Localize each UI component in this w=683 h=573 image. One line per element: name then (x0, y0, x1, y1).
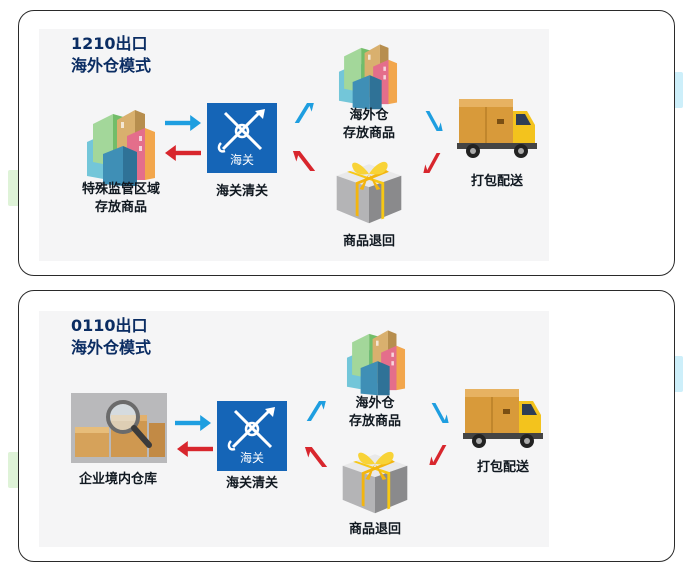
forward-arrow-icon (423, 403, 455, 423)
forward-arrow-icon (417, 111, 449, 131)
title-line-1: 1210出口 (71, 34, 148, 53)
delivery-label: 打包配送 (470, 174, 523, 189)
customs-icon-text: 海关 (239, 451, 264, 465)
colorful-buildings-icon (338, 44, 398, 110)
gift-box-icon (336, 161, 402, 224)
return-arrow-icon (417, 153, 449, 173)
forward-arrow-icon (285, 103, 321, 123)
export-1210-panel: 1210出口 海外仓模式 特殊监管区域 存放商品 海关 海关清关 海外仓 存放商… (18, 10, 675, 276)
title-line-2: 海外仓模式 (71, 56, 152, 75)
gift-box-icon (342, 451, 408, 514)
customs-label: 海关清关 (225, 476, 278, 491)
return-label: 商品退回 (348, 522, 401, 537)
delivery-truck-icon (457, 98, 537, 159)
customs-icon-text: 海关 (229, 153, 254, 167)
forward-arrow-icon (175, 415, 211, 431)
source-label: 特殊监管区域 存放商品 (81, 182, 160, 215)
title-line-2: 海外仓模式 (71, 338, 152, 357)
panel-title: 0110出口 海外仓模式 (71, 315, 151, 359)
title-line-1: 0110出口 (71, 316, 148, 335)
magnifier-on-boxes-icon (71, 393, 167, 463)
return-label: 商品退回 (342, 234, 395, 249)
warehouse-label: 海外仓 存放商品 (348, 396, 401, 429)
source-label: 企业境内仓库 (78, 472, 157, 487)
return-arrow-icon (299, 447, 335, 467)
export-0110-panel: 0110出口 海外仓模式 企业境内仓库 海关 海关清关 海外仓 存放商品 商品退… (18, 290, 675, 562)
colorful-buildings-icon (87, 110, 155, 186)
return-arrow-icon (287, 151, 323, 171)
panel-title: 1210出口 海外仓模式 (71, 33, 151, 77)
colorful-buildings-icon (346, 330, 406, 396)
customs-label: 海关清关 (215, 184, 268, 199)
delivery-truck-icon (463, 388, 543, 449)
return-arrow-icon (423, 445, 455, 465)
return-arrow-icon (177, 441, 213, 457)
warehouse-label: 海外仓 存放商品 (342, 108, 395, 141)
delivery-label: 打包配送 (476, 460, 529, 475)
return-arrow-icon (165, 145, 201, 161)
forward-arrow-icon (165, 115, 201, 131)
